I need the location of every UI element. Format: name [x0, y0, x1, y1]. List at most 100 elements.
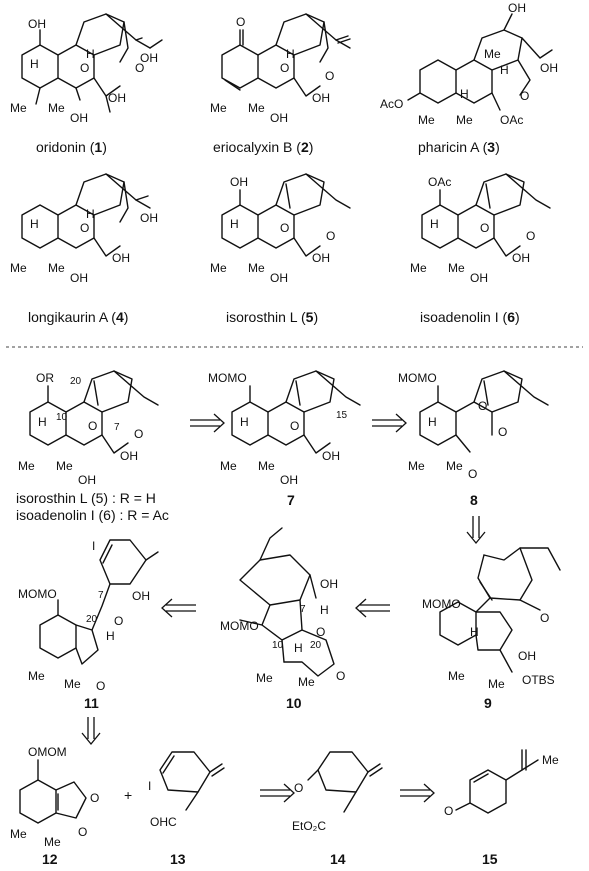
atom-o-10: O — [316, 625, 325, 639]
label-13: 13 — [170, 851, 186, 867]
structure-15 — [455, 749, 539, 814]
label-15: 15 — [482, 851, 498, 867]
atom-me-11b: Me — [64, 677, 81, 691]
atom-o-t: O — [88, 419, 97, 433]
atom-h-4b: H — [30, 217, 39, 231]
atom-oh-5b: OH — [312, 251, 330, 265]
structure-11 — [39, 539, 159, 665]
atom-me-t2: Me — [56, 459, 73, 473]
atom-num-20: 20 — [70, 376, 82, 387]
retro-arrow-2 — [372, 413, 407, 433]
atom-oh-7a: OH — [322, 449, 340, 463]
atom-h-t: H — [38, 415, 47, 429]
atom-h-4a: H — [86, 207, 95, 221]
atom-momo-9: MOMO — [422, 597, 461, 611]
atom-oh-2b: OH — [270, 111, 288, 125]
atom-o-2b: O — [280, 61, 289, 75]
atom-me-9b: Me — [488, 677, 505, 691]
atom-me-10a: Me — [256, 671, 273, 685]
atom-me-1a: Me — [10, 101, 27, 115]
atom-num-10: 10 — [56, 412, 68, 423]
atom-momo-8: MOMO — [398, 371, 437, 385]
atom-oh-4b: OH — [112, 251, 130, 265]
atom-h-10b: H — [294, 641, 303, 655]
retro-arrow-4 — [161, 598, 196, 618]
atom-otbs-9: OTBS — [522, 673, 555, 687]
atom-h-3: H — [500, 63, 509, 77]
atom-o-11: O — [114, 614, 123, 628]
atom-me-15: Me — [542, 753, 559, 767]
atom-me-3b: Me — [418, 113, 435, 127]
atom-oh-3a: OH — [508, 1, 526, 15]
atom-h-7: H — [240, 415, 249, 429]
atom-i-11: I — [92, 539, 95, 553]
atom-oh-3b: OH — [540, 61, 558, 75]
atom-o-6b: O — [526, 229, 535, 243]
atom-o-6a: O — [480, 221, 489, 235]
atom-h-2: H — [286, 47, 295, 61]
atom-o-1: O — [80, 61, 89, 75]
label-isoadenolin-i: isoadenolin I (6) — [420, 309, 520, 325]
atom-me-2b: Me — [248, 101, 265, 115]
atom-co2et-14: EtO₂C — [292, 819, 326, 833]
atom-oh-5c: OH — [270, 271, 288, 285]
atom-or: OR — [36, 371, 54, 385]
atom-me-8a: Me — [408, 459, 425, 473]
atom-o-5b: O — [326, 229, 335, 243]
atom-me-4a: Me — [10, 261, 27, 275]
atom-oh-11: OH — [132, 589, 150, 603]
label-target-line1: isorosthin L (5) : R = H — [16, 490, 156, 506]
structure-14 — [307, 751, 383, 813]
atom-h-10a: H — [320, 603, 329, 617]
atom-oh-t2: OH — [78, 473, 96, 487]
atom-h-3b: H — [460, 87, 469, 101]
retro-arrow-5 — [355, 598, 390, 618]
atom-oh-10: OH — [320, 577, 338, 591]
atom-me-5a: Me — [210, 261, 227, 275]
label-10: 10 — [286, 695, 302, 711]
structure-target — [29, 370, 159, 454]
structure-isoadenolin-i — [421, 173, 551, 257]
atom-o-2c: O — [325, 69, 334, 83]
label-11: 11 — [84, 695, 99, 711]
atom-h-1: H — [86, 47, 95, 61]
atom-me-7a: Me — [220, 459, 237, 473]
label-isorosthin-l: isorosthin L (5) — [226, 309, 318, 325]
atom-num-7: 7 — [114, 422, 120, 433]
label-7: 7 — [287, 492, 295, 508]
atom-oh-t: OH — [120, 449, 138, 463]
structure-pharicin-a — [407, 13, 553, 111]
structure-longikaurin-a — [21, 173, 151, 257]
atom-oh-1a: OH — [28, 17, 46, 31]
atom-o-1b: O — [135, 61, 144, 75]
atom-ohc-13: OHC — [150, 815, 177, 829]
atom-num-7b: 7 — [98, 590, 104, 601]
label-9: 9 — [484, 695, 492, 711]
atom-me-2a: Me — [210, 101, 227, 115]
atom-o-7: O — [290, 419, 299, 433]
structure-13 — [159, 751, 225, 811]
atom-o-12b: O — [78, 825, 87, 839]
atom-oh-1d: OH — [70, 111, 88, 125]
atom-oh-1b: OH — [140, 51, 158, 65]
atom-momo-7: MOMO — [208, 371, 247, 385]
structure-eriocalyxin-b — [221, 13, 351, 97]
atom-num-7c: 7 — [300, 604, 306, 615]
retro-arrow-1 — [190, 413, 225, 433]
atom-o-5a: O — [280, 221, 289, 235]
atom-num-20b: 20 — [86, 614, 98, 625]
atom-oh-5a: OH — [230, 175, 248, 189]
atom-o-14: O — [294, 781, 303, 795]
atom-o-8c: O — [468, 467, 477, 481]
atom-me-5b: Me — [248, 261, 265, 275]
atom-me-t1: Me — [18, 459, 35, 473]
atom-me-10b: Me — [298, 675, 315, 689]
atom-me-12a: Me — [10, 827, 27, 841]
atom-me-1b: Me — [48, 101, 65, 115]
atom-me-11a: Me — [28, 669, 45, 683]
label-target-line2: isoadenolin I (6) : R = Ac — [16, 507, 169, 523]
atom-oac-3: OAc — [500, 113, 523, 127]
atom-o-11b: O — [96, 679, 105, 693]
atom-omom-12: OMOM — [28, 745, 67, 759]
